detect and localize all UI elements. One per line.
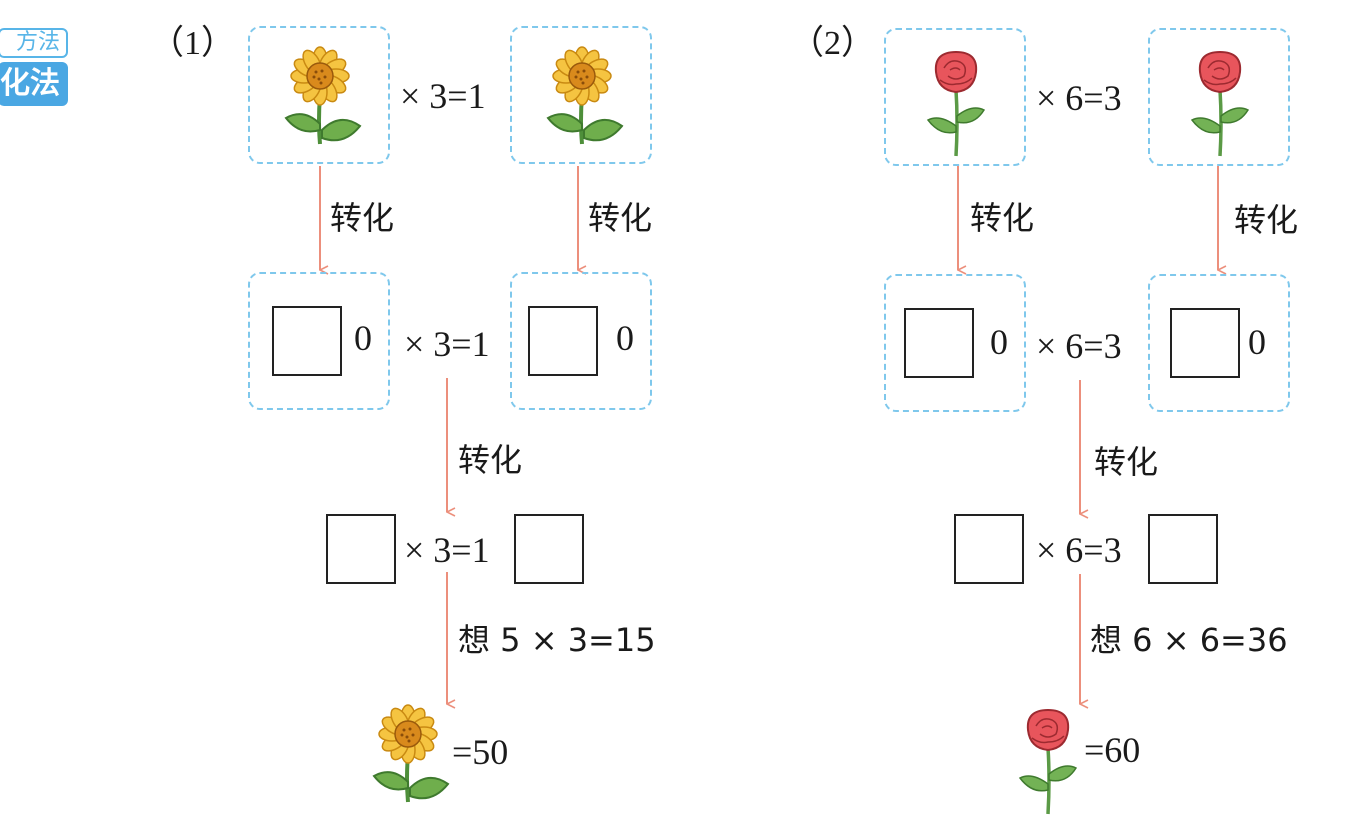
p2-mid-right-answer-box[interactable] (1170, 308, 1240, 378)
p2-label: （2） (790, 24, 875, 64)
p1-convert-mid: 转化 (458, 440, 522, 480)
p2-top-equation: × 6=3 (1036, 78, 1122, 118)
rose-icon (1008, 704, 1088, 816)
p2-top-left-box (884, 28, 1026, 166)
p1-convert-left: 转化 (330, 198, 394, 238)
p2-mid-right-box: 0 (1148, 274, 1290, 412)
p1-hint: 想 5 × 3=15 (458, 620, 656, 660)
p1-mid-right-digit: 0 (616, 318, 634, 358)
p1-mid-right-box: 0 (510, 272, 652, 410)
p2-mid-equation: × 6=3 (1036, 326, 1122, 366)
p2-mid-right-digit: 0 (1248, 322, 1266, 362)
p1-mid-left-box: 0 (248, 272, 390, 410)
rose-icon (916, 46, 996, 158)
p2-result: =60 (1084, 730, 1140, 770)
p2-low-right-answer-box[interactable] (1148, 514, 1218, 584)
p1-low-right-answer-box[interactable] (514, 514, 584, 584)
p1-mid-left-digit: 0 (354, 318, 372, 358)
p1-top-left-box (248, 26, 390, 164)
p2-convert-left: 转化 (970, 198, 1034, 238)
p2-convert-mid: 转化 (1094, 442, 1158, 482)
p2-top-right-box (1148, 28, 1290, 166)
sunflower-icon (536, 46, 628, 148)
p1-label: （1） (150, 24, 235, 64)
p2-mid-left-answer-box[interactable] (904, 308, 974, 378)
p1-top-equation: × 3=1 (400, 76, 486, 116)
p1-convert-right: 转化 (588, 198, 652, 238)
p1-mid-left-answer-box[interactable] (272, 306, 342, 376)
p2-mid-left-box: 0 (884, 274, 1026, 412)
sunflower-icon (362, 704, 454, 806)
p2-mid-left-digit: 0 (990, 322, 1008, 362)
rose-icon (1180, 46, 1260, 158)
p1-result: =50 (452, 732, 508, 772)
p2-convert-right: 转化 (1234, 200, 1298, 240)
p2-hint: 想 6 × 6=36 (1090, 620, 1288, 660)
sunflower-icon (274, 46, 366, 148)
p1-low-equation: × 3=1 (404, 530, 490, 570)
p2-low-left-answer-box[interactable] (954, 514, 1024, 584)
p1-low-left-answer-box[interactable] (326, 514, 396, 584)
p1-mid-right-answer-box[interactable] (528, 306, 598, 376)
p1-mid-equation: × 3=1 (404, 324, 490, 364)
p2-low-equation: × 6=3 (1036, 530, 1122, 570)
p1-top-right-box (510, 26, 652, 164)
